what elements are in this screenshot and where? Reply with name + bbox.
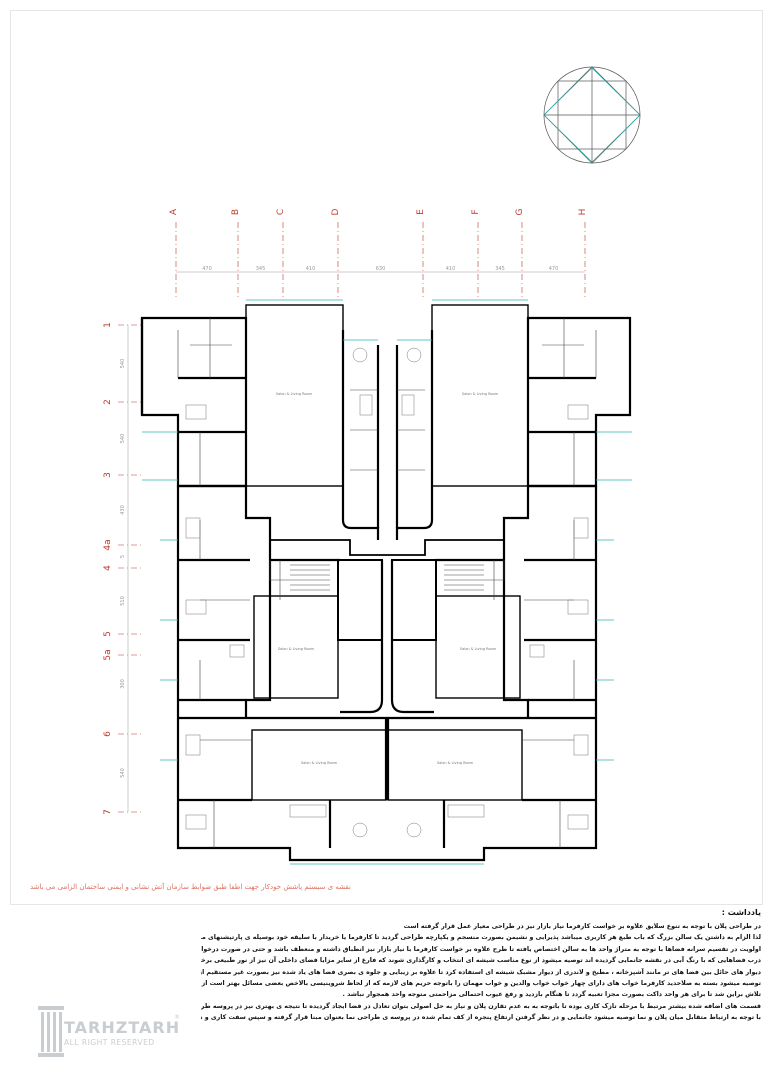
note-line: درب فضاهایی که با رنگ آبی در نقشه جانمای… (201, 957, 761, 965)
grid-row-label: 7 (103, 809, 113, 815)
grid-row-label: 5 (103, 631, 113, 637)
row-dimension-text: 540 (120, 434, 126, 444)
grid-row-label: 2 (103, 399, 113, 405)
note-line: لذا الزام به داشتن یک سالن بزرگ که باب ط… (201, 934, 761, 942)
note-line: در طراحی پلان با توجه به تنوع سلایق علاو… (403, 923, 761, 930)
grid-column-label: H (578, 209, 588, 216)
grid-row-label: 5a (103, 649, 113, 660)
note-line: اولویت در تقسیم سرانه فضاها با توجه به م… (201, 945, 761, 953)
note-line: قسمت های اضافه شده بیشتر مرتبط با مرحله … (201, 1002, 761, 1010)
grid-column-label: C (276, 209, 286, 215)
column-dimension-text: 345 (256, 266, 266, 272)
grid-column-label: F (471, 209, 481, 214)
tarhztarh-logo: TARHZTARH ® ALL RIGHT RESERVED (36, 1000, 186, 1060)
column-logo-icon (38, 1006, 64, 1057)
room-labels: Salon & Living Room Salon & Living Room … (276, 392, 499, 765)
grid-column-label: B (231, 209, 241, 215)
row-dimension-text: 430 (120, 505, 126, 515)
grid-row-label: 1 (103, 322, 113, 328)
room-label-south-right: Salon & Living Room (437, 761, 474, 765)
grid-row-label: 4a (103, 539, 113, 550)
column-dimension-text: 470 (202, 266, 212, 272)
row-dimension-text: 540 (120, 359, 126, 369)
north-compass-icon (543, 66, 641, 164)
room-label-mid-right: Salon & Living Room (460, 647, 497, 651)
row-dimension-text: 300 (120, 679, 126, 689)
row-dimension-text: 540 (120, 768, 126, 778)
room-label-south-left: Salon & Living Room (301, 761, 338, 765)
glazing-lines (142, 299, 632, 865)
logo-registered: ® (174, 1014, 180, 1021)
row-dimension-text: 510 (120, 596, 126, 606)
grid-column-label: A (169, 208, 179, 215)
column-dimension-text: 410 (446, 266, 456, 272)
column-grid: A B C D E F G H 470 345 410 630 410 345 470 (169, 208, 588, 300)
room-label-north-right: Salon & Living Room (462, 392, 499, 396)
grid-column-label: G (515, 208, 525, 215)
column-dimension-text: 410 (306, 266, 316, 272)
grid-column-label: E (416, 209, 426, 215)
column-dimension-text: 630 (376, 266, 386, 272)
note-line: با توجه به ارتباط متقابل میان پلان و نما… (201, 1014, 761, 1022)
sheet-frame (10, 10, 763, 905)
row-dimension-text: 5 (120, 555, 126, 558)
furniture (185, 347, 589, 838)
grid-row-label: 3 (103, 472, 113, 478)
column-dimension-text: 470 (549, 266, 559, 272)
logo-brand: TARHZTARH (64, 1018, 181, 1037)
logo-rights: ALL RIGHT RESERVED (64, 1038, 155, 1047)
row-grid: 1 2 3 4a 4 5 5a 6 7 540 540 430 5 510 300 540 (103, 322, 142, 815)
grid-row-label: 4 (103, 565, 113, 571)
grid-column-label: D (331, 208, 341, 215)
grid-row-label: 6 (103, 731, 113, 737)
note-line: توصیه میشود بسته به صلاحدید کارفرما خواب… (201, 980, 761, 988)
room-label-mid-left: Salon & Living Room (278, 647, 315, 651)
sprinkler-caption: نقشه ی سیستم پاشش خودکار جهت اطفا طبق ضو… (30, 883, 351, 891)
note-line: تلاش براین شد تا برای هر واحد داکت بصورت… (342, 991, 761, 999)
building-walls (140, 304, 632, 862)
room-label-north-left: Salon & Living Room (276, 392, 313, 396)
notes-title: یادداشت : (721, 908, 761, 917)
column-dimension-text: 345 (495, 266, 505, 272)
notes-block: یادداشت : در طراحی پلان با توجه به تنوع … (201, 908, 761, 1024)
note-line: دیوار های حائل بین فضا های تر مانند آشپز… (201, 968, 761, 976)
